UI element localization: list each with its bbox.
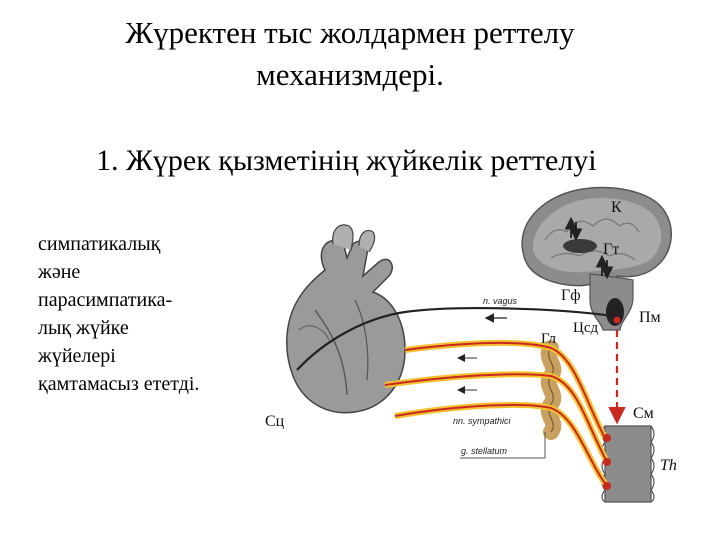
nerve-2-core: [384, 373, 608, 463]
title-line-2: механизмдері.: [256, 57, 444, 92]
nerve-1-root: [603, 434, 611, 442]
body-line-1: симпатикалық: [38, 233, 161, 255]
page-title: Жүректен тыс жолдармен реттелу механизмд…: [0, 12, 700, 96]
vessel-branch: [358, 229, 376, 253]
label-tsed: Цсд: [573, 320, 598, 336]
title-line-1: Жүректен тыс жолдармен реттелу: [125, 15, 575, 50]
label-k: К: [611, 199, 622, 216]
ganglion-chain-outline: [548, 347, 554, 433]
nerve-3-root: [603, 482, 611, 490]
hypothalamus-shape: [563, 239, 597, 253]
vagus-nerve: [296, 306, 614, 371]
body-line-2: және: [38, 261, 81, 283]
heart-innervation-diagram: К Гт Гф Пм Цсд Гл См Th Сц n. vagus nn. …: [265, 186, 677, 503]
label-gl: Гл: [541, 331, 557, 347]
body-line-3: парасимпатика-: [38, 289, 173, 311]
medulla-nucleus: [613, 316, 621, 324]
sympathetic-nerves: [384, 339, 611, 490]
brain-gyri-lower: [550, 250, 636, 261]
sympathetic-ganglia: [540, 340, 562, 440]
label-gt: Гт: [603, 241, 619, 258]
nerve-3-core: [394, 403, 608, 487]
coronary-line-3: [298, 325, 330, 341]
label-sm: См: [633, 405, 654, 422]
coronary-line-2: [354, 299, 369, 381]
coronary-line: [314, 309, 348, 396]
label-pm: Пм: [639, 309, 661, 326]
body-line-6: қамтамасыз ететді.: [38, 373, 200, 395]
label-stellatum: g. stellatum: [461, 446, 508, 456]
body-line-4: лық жүйке: [38, 317, 129, 339]
aorta-arch: [332, 224, 354, 251]
vagus-line: [296, 306, 614, 371]
brain: [521, 186, 672, 331]
label-th: Th: [660, 457, 677, 474]
spinal-segment: [604, 425, 652, 503]
body-text: симпатикалық және парасимпатика- лық жүй…: [38, 230, 199, 398]
label-sympathici: nn. sympathici: [453, 416, 512, 426]
nerve-1-core: [404, 341, 606, 439]
nerve-2-root: [603, 458, 611, 466]
label-sts: Сц: [265, 413, 285, 430]
label-gf: Гф: [561, 287, 581, 304]
spinal-cord: [601, 425, 655, 503]
label-vagus: n. vagus: [483, 296, 518, 306]
subtitle: 1. Жүрек қызметінің жүйкелік реттелуі: [96, 144, 597, 177]
brain-gyri: [544, 218, 640, 241]
spinal-edge-right: [650, 425, 655, 503]
body-line-5: жүйелері: [38, 345, 116, 367]
